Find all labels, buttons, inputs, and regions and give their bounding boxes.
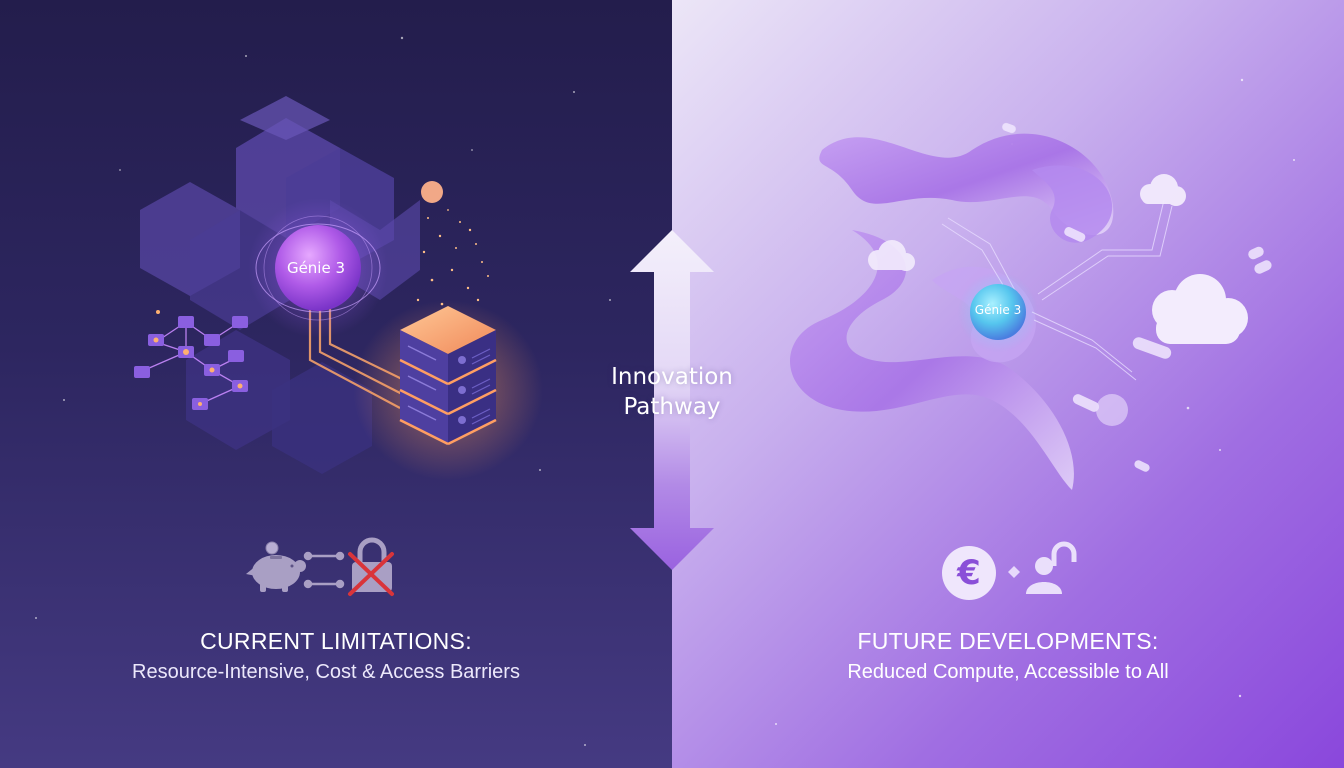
small-orb [421, 181, 443, 203]
cloud-icons [868, 174, 1248, 344]
genie-orb-left [275, 225, 361, 311]
diamond-separator [1008, 566, 1020, 578]
current-limitations-heading: CURRENT LIMITATIONS: [200, 628, 472, 654]
euro-symbol: € [957, 553, 981, 593]
genie-label-right: Génie 3 [974, 303, 1022, 317]
future-developments-subtitle: Reduced Compute, Accessible to All [847, 661, 1169, 683]
cloud-icon-large [1152, 274, 1248, 344]
capsules [1002, 122, 1272, 472]
piggy-bank-icon [246, 541, 306, 592]
cloud-icon-small [1140, 174, 1186, 206]
unlocked-padlock-icon [1051, 541, 1077, 566]
future-developments-heading: FUTURE DEVELOPMENTS: [857, 628, 1159, 654]
innovation-pathway-label: Innovation Pathway [611, 364, 733, 420]
genie-orb-right [970, 284, 1026, 340]
server-stack-icon [399, 306, 497, 446]
cloud-icon-left [868, 240, 915, 271]
flowing-ribbon [789, 133, 1114, 490]
future-developments-panel: € Génie 3 FUTURE DEVELOPMENTS: Reduced C… [672, 0, 1344, 768]
right-illustration [775, 78, 1295, 725]
spark-particles [416, 209, 489, 306]
left-illustration [35, 36, 611, 746]
user-icon [1026, 557, 1062, 594]
genie-label-left: Génie 3 [286, 259, 346, 277]
current-limitations-panel: Génie 3 CURRENT LIMITATIONS: Resource-In… [0, 0, 672, 768]
current-limitations-subtitle: Resource-Intensive, Cost & Access Barrie… [132, 661, 520, 683]
euro-coin-icon [942, 546, 996, 600]
link-icon [303, 551, 345, 589]
stars [35, 36, 611, 746]
red-cross-icon [348, 552, 394, 596]
circuit-nodes [134, 310, 248, 410]
